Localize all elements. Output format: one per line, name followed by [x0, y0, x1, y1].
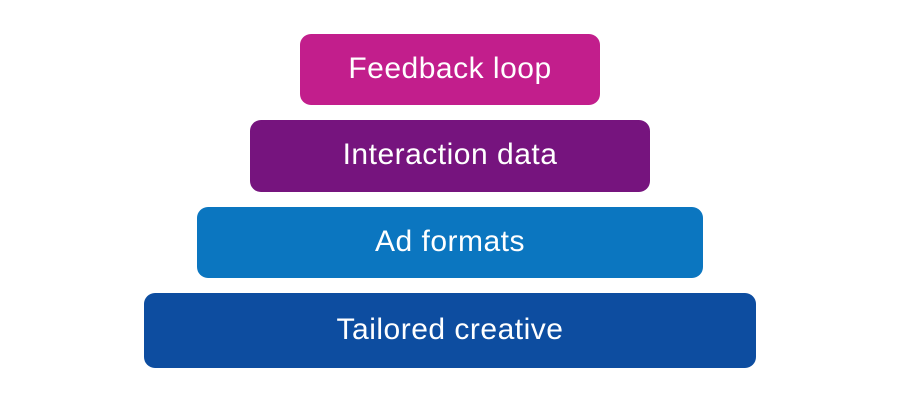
layer-feedback-loop-label: Feedback loop — [348, 51, 552, 85]
layer-ad-formats: Ad formats — [197, 207, 703, 278]
layer-interaction-data: Interaction data — [250, 120, 650, 192]
layer-tailored-creative: Tailored creative — [144, 293, 756, 368]
layer-interaction-data-label: Interaction data — [342, 138, 558, 171]
layer-ad-formats-label: Ad formats — [374, 224, 526, 258]
layer-tailored-creative-label: Tailored creative — [336, 312, 564, 346]
layer-feedback-loop: Feedback loop — [300, 34, 600, 105]
